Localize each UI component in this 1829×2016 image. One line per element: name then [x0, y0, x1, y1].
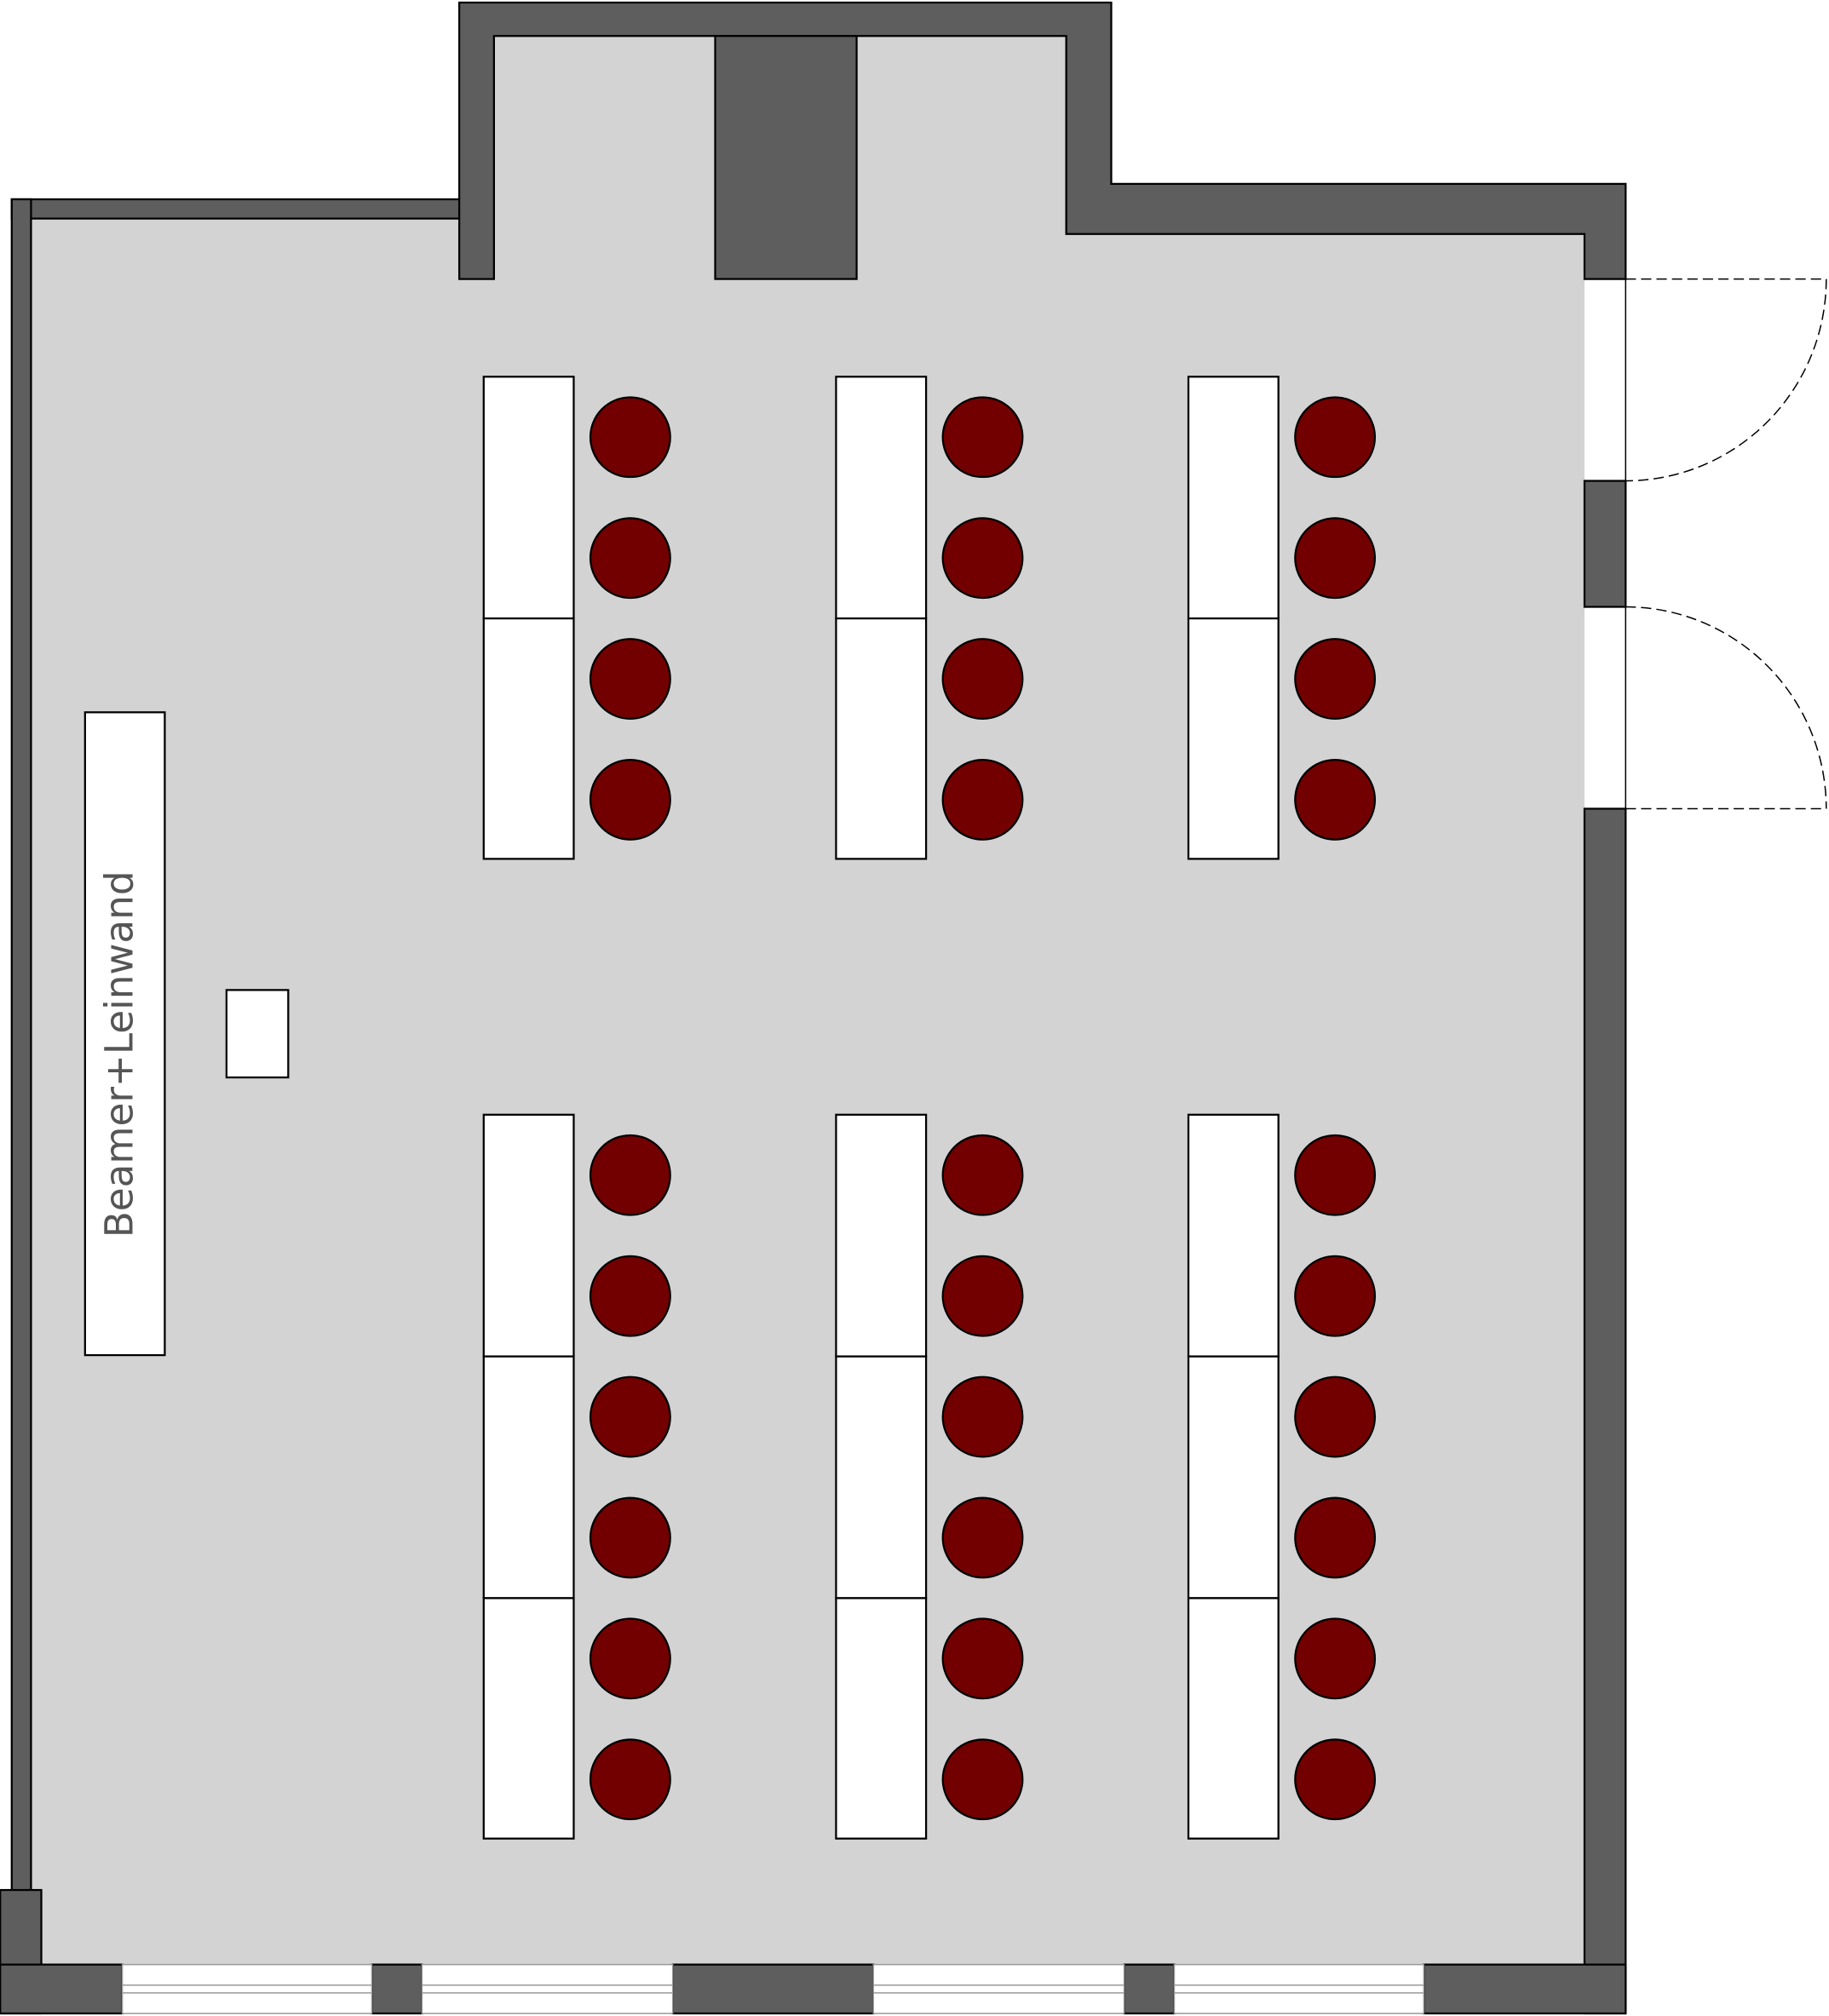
table: [835, 1355, 928, 1600]
table: [1187, 1113, 1280, 1358]
chair: [941, 1376, 1024, 1458]
chair: [589, 1134, 671, 1216]
wall-pillar: [714, 35, 858, 280]
chair: [1294, 638, 1377, 720]
table: [482, 1113, 575, 1358]
chair: [941, 638, 1024, 720]
table: [835, 1597, 928, 1840]
window: [121, 1963, 373, 2014]
chair: [941, 1496, 1024, 1579]
chair: [589, 1496, 671, 1579]
projector-screen-label: Beamer+Leinwand: [97, 870, 142, 1238]
wall-left: [10, 198, 32, 1966]
chair: [589, 517, 671, 600]
window: [421, 1963, 674, 2014]
wall-bottom-5: [1423, 1963, 1627, 2015]
table: [1187, 1597, 1280, 1840]
chair: [589, 1617, 671, 1700]
wall-bottom-1: [0, 1963, 124, 2015]
chair: [1294, 1255, 1377, 1337]
chair: [941, 1255, 1024, 1337]
table: [835, 1113, 928, 1358]
chair: [589, 638, 671, 720]
window: [1173, 1963, 1425, 2014]
wall-bottom-4: [1123, 1963, 1176, 2015]
lectern: [225, 989, 290, 1079]
chair: [1294, 1376, 1377, 1458]
door-swing-bottom: [1625, 606, 1827, 809]
table: [482, 617, 575, 860]
chair: [1294, 396, 1377, 479]
wall-door-divider: [1583, 480, 1627, 608]
chair: [1294, 1134, 1377, 1216]
walls: [0, 1, 1627, 2015]
chair: [589, 1376, 671, 1458]
table: [1187, 1355, 1280, 1600]
wall-bottom-3: [671, 1963, 875, 2015]
chair: [1294, 1738, 1377, 1821]
chair: [589, 396, 671, 479]
chair: [941, 1738, 1024, 1821]
table: [1187, 617, 1280, 860]
chair: [1294, 517, 1377, 600]
chair: [589, 1255, 671, 1337]
table: [1187, 376, 1280, 620]
chair: [1294, 1496, 1377, 1579]
wall-bottom-2: [371, 1963, 423, 2015]
door-swing-top: [1625, 279, 1827, 482]
table: [482, 1597, 575, 1840]
chair: [941, 517, 1024, 600]
wall-north-niche: [457, 1, 1627, 280]
chair: [1294, 759, 1377, 841]
table: [835, 376, 928, 620]
table: [482, 376, 575, 620]
chairs: [589, 396, 1377, 1821]
windows: [121, 1963, 1425, 2014]
projector-screen: [83, 711, 166, 1357]
chair: [941, 1134, 1024, 1216]
table: [482, 1355, 575, 1600]
window: [872, 1963, 1125, 2014]
tables: [482, 376, 1280, 1840]
wall-right: [1583, 807, 1627, 2015]
wall-top-left: [10, 198, 461, 220]
chair: [941, 396, 1024, 479]
table: [835, 617, 928, 860]
chair: [1294, 1617, 1377, 1700]
chair: [589, 1738, 671, 1821]
chair: [941, 1617, 1024, 1700]
chair: [941, 759, 1024, 841]
chair: [589, 759, 671, 841]
double-door: [1625, 278, 1827, 810]
